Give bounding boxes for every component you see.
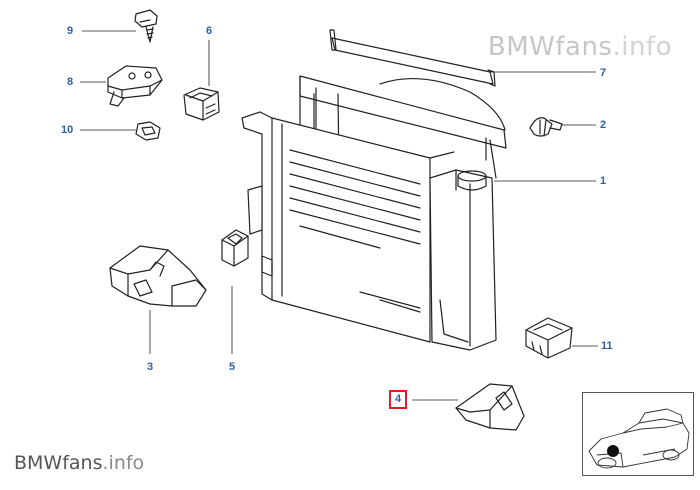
callout-2[interactable]: 2 [600,119,607,131]
watermark-suffix: .info [612,32,672,62]
part-6-rubber-mount[interactable] [183,87,220,121]
callout-6[interactable]: 6 [206,25,213,37]
part-3-lower-bracket[interactable] [109,245,207,307]
callout-8[interactable]: 8 [67,76,74,88]
callout-5[interactable]: 5 [229,361,236,373]
callout-9[interactable]: 9 [67,25,74,37]
watermark-bottom: BMWfans.info [14,452,144,474]
callout-10[interactable]: 10 [61,124,74,136]
part-10-clip-nut[interactable] [135,121,161,141]
car-outline-icon [588,408,690,469]
watermark-top: BMWfans.info [488,32,672,62]
leader-lines [80,30,598,401]
part-5-mount[interactable] [221,229,249,267]
callout-4-highlighted[interactable]: 4 [389,390,408,409]
part-2-push-pin[interactable] [529,117,563,137]
car-location-thumbnail [582,392,694,476]
part-4-air-guide[interactable] [455,383,525,431]
callout-3[interactable]: 3 [147,361,154,373]
part-1-radiator[interactable] [241,111,497,351]
callout-11[interactable]: 11 [601,340,613,352]
part-11-clip[interactable] [525,317,573,359]
part-7-upper-strip[interactable] [329,29,496,87]
watermark-brand: BMWfans [14,452,103,474]
callout-1[interactable]: 1 [600,175,607,187]
part-8-bracket[interactable] [107,65,163,107]
callout-7[interactable]: 7 [600,67,607,79]
watermark-brand: BMWfans [487,32,613,62]
watermark-suffix: .info [102,452,145,474]
part-9-screw[interactable] [134,9,158,43]
